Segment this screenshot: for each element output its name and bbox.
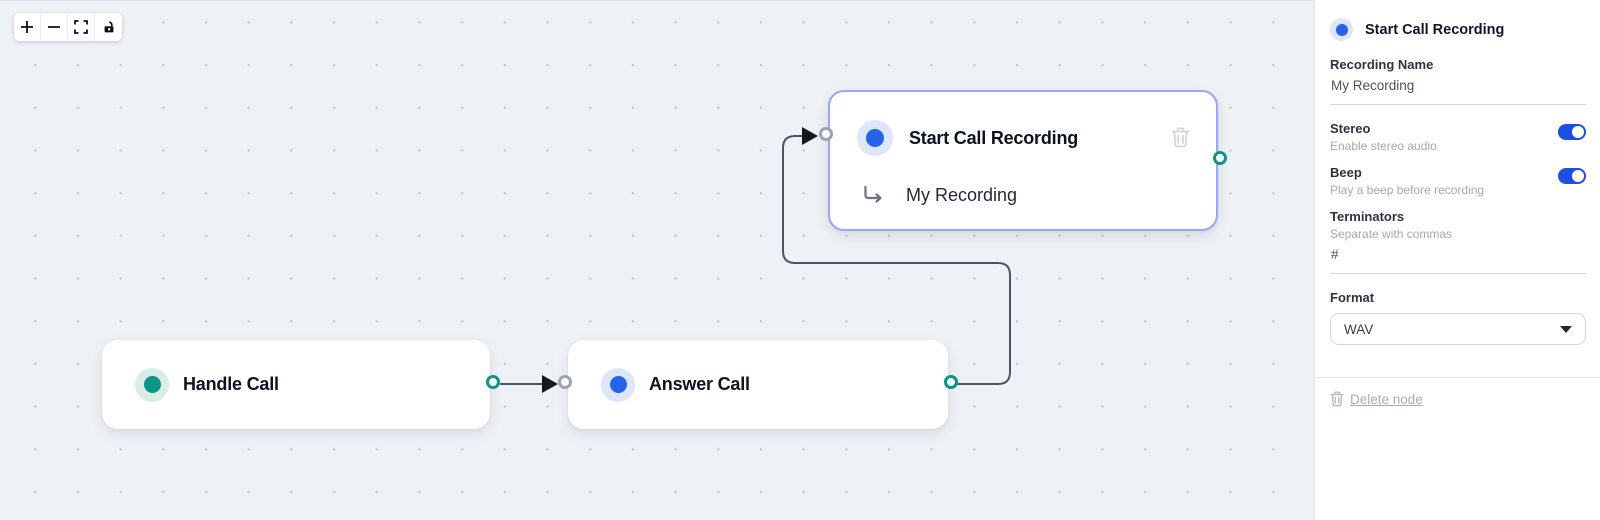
fit-view-button[interactable] [68,13,95,41]
node-type-halo [1330,18,1353,41]
panel-title: Start Call Recording [1365,21,1505,38]
plus-icon [21,21,33,33]
node-type-halo [601,367,635,402]
delete-node-button[interactable]: Delete node [1330,391,1423,407]
zoom-out-button[interactable] [41,13,68,41]
source-handle[interactable] [944,374,958,389]
beep-row: Beep Play a beep before recording [1330,165,1586,197]
zoom-in-button[interactable] [14,13,41,41]
node-type-halo [857,120,893,156]
node-handle-call[interactable]: Handle Call [102,340,500,429]
source-handle[interactable] [486,374,500,389]
status-dot-icon [143,376,161,393]
stereo-row: Stereo Enable stereo audio [1330,121,1586,153]
properties-panel: Start Call Recording Recording Name Ster… [1315,0,1600,520]
node-answer-call[interactable]: Answer Call [558,340,958,429]
unlock-icon [104,21,113,33]
recording-name-label: Recording Name [1330,57,1434,72]
source-handle[interactable] [1213,150,1227,165]
chevron-down-icon [1560,325,1572,333]
status-dot-icon [1335,23,1348,36]
beep-toggle[interactable] [1558,168,1586,184]
format-value: WAV [1344,321,1374,337]
recording-name-field: Recording Name [1330,57,1586,105]
fit-view-icon [74,20,88,34]
edges-layer [500,127,1011,393]
stereo-toggle[interactable] [1558,124,1586,140]
delete-node-label: Delete node [1350,391,1423,407]
node-title: Handle Call [183,374,279,394]
edge-answer-to-recording[interactable] [782,127,1011,385]
edge-handle-to-answer[interactable] [500,375,558,393]
status-dot-icon [609,376,627,393]
target-handle[interactable] [558,374,572,389]
flow-canvas[interactable]: Handle Call Answer Call Start Call Recor… [0,0,1315,520]
beep-label: Beep [1330,165,1362,180]
node-title: Start Call Recording [909,127,1079,148]
status-dot-icon [866,129,884,147]
terminators-input[interactable] [1330,241,1586,274]
canvas-controls [14,13,122,41]
format-label: Format [1330,290,1375,305]
panel-header: Start Call Recording [1330,18,1586,41]
format-select[interactable]: WAV [1330,313,1586,345]
terminators-field: Terminators Separate with commas [1330,209,1586,274]
beep-help: Play a beep before recording [1330,183,1485,197]
target-handle[interactable] [819,127,833,141]
trash-icon [1171,127,1190,148]
terminators-help: Separate with commas [1330,227,1453,241]
node-type-halo [135,367,169,402]
recording-name-input[interactable] [1330,72,1586,105]
trash-icon [1330,391,1344,407]
stereo-label: Stereo [1330,121,1371,136]
minus-icon [48,26,60,28]
lock-button[interactable] [95,13,122,41]
branch-arrow-icon [864,185,882,203]
stereo-help: Enable stereo audio [1330,139,1437,153]
panel-divider [1315,377,1600,378]
format-field: Format WAV [1330,290,1586,345]
node-delete-button[interactable] [1171,127,1190,148]
terminators-label: Terminators [1330,209,1405,224]
node-title: Answer Call [649,374,750,394]
node-start-call-recording[interactable]: Start Call Recording My Recording [819,90,1227,231]
node-subtitle: My Recording [906,184,1018,205]
